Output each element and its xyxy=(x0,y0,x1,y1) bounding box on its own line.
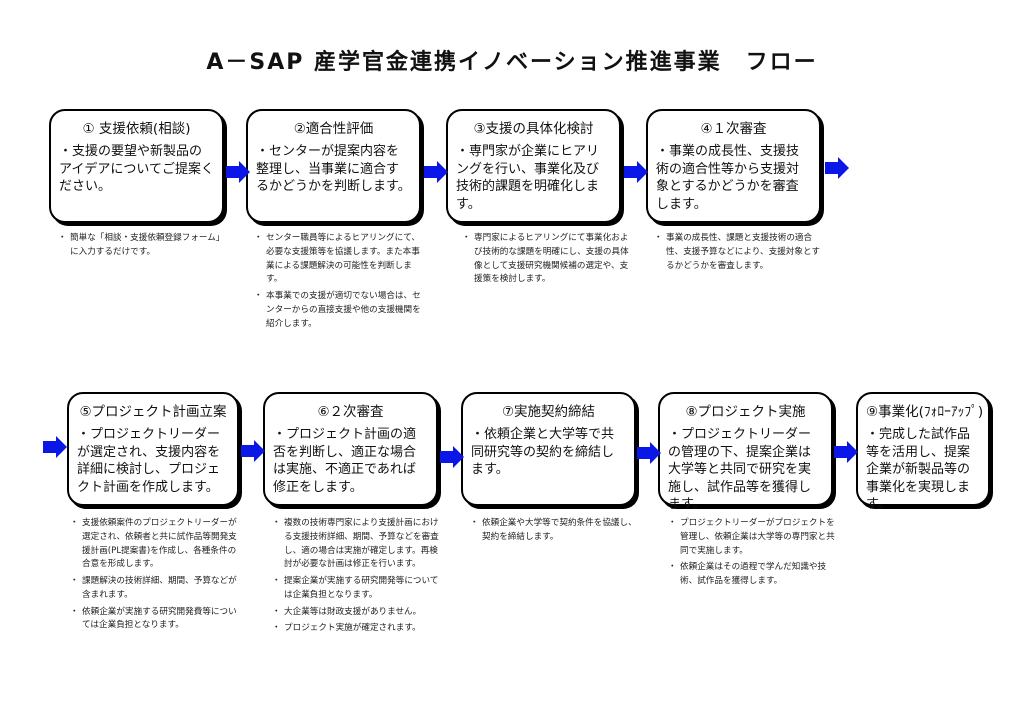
step-9-box: ⑨事業化(ﾌｫﾛｰｱｯﾌﾟ) ・完成した試作品等を活用し、提案企業が新製品等の事… xyxy=(856,392,990,512)
step-1-box: ① 支援依頼(相談) ・支援の要望や新製品のアイデアについてご提案ください。 xyxy=(49,109,224,223)
step-7-note: 依頼企業や大学等で契約条件を協議し、契約を締結します。 xyxy=(470,517,640,545)
step-5-note: 支援依頼案件のプロジェクトリーダーが選定され、依頼者と共に試作品等開発支援計画(… xyxy=(70,517,242,572)
step-3-notes: 専門家によるヒアリングにて事業化および技術的な課題を明確にし、支援の具体像として… xyxy=(462,232,632,290)
step-2-title: ②適合性評価 xyxy=(293,121,374,137)
step-2-notes: センター職員等によるヒアリングにて、必要な支援策等を協議します。また本事業による… xyxy=(254,232,426,334)
step-2-text: ・センターが提案内容を整理し、当事業に適合するかどうかを判断します。 xyxy=(256,144,411,195)
step-2-note: 本事業での支援が適切でない場合は、センターからの直接支援や他の支援機関を紹介しま… xyxy=(254,290,426,331)
step-3-note: 専門家によるヒアリングにて事業化および技術的な課題を明確にし、支援の具体像として… xyxy=(462,232,632,287)
step-7-box: ⑦実施契約締結 ・依頼企業と大学等で共同研究等の契約を締結します。 xyxy=(461,392,636,506)
step-1-text: ・支援の要望や新製品のアイデアについてご提案ください。 xyxy=(59,144,214,195)
step-1-note: 簡単な「相談・支援依頼登録フォーム」に入力するだけです。 xyxy=(58,232,230,260)
step-6-note: 提案企業が実施する研究開発等については企業負担となります。 xyxy=(272,575,444,603)
step-6-text: ・プロジェクト計画の適否を判断し、適正な場合は実施、不適正であれば修正をします。 xyxy=(273,427,417,495)
step-2-note: センター職員等によるヒアリングにて、必要な支援策等を協議します。また本事業による… xyxy=(254,232,426,287)
step-5-box: ⑤プロジェクト計画立案 ・プロジェクトリーダーが選定され、支援内容を詳細に検討し… xyxy=(67,392,239,506)
step-4-note: 事業の成長性、課題と支援技術の適合性、支援予算などにより、支援対象とするかどうか… xyxy=(654,232,826,273)
step-3-text: ・専門家が企業にヒアリングを行い、事業化及び技術的課題を明確化します。 xyxy=(456,144,600,212)
step-3-title: ③支援の具体化検討 xyxy=(473,121,594,137)
step-7-notes: 依頼企業や大学等で契約条件を協議し、契約を締結します。 xyxy=(470,517,640,548)
step-1-notes: 簡単な「相談・支援依頼登録フォーム」に入力するだけです。 xyxy=(58,232,230,263)
step-7-text: ・依頼企業と大学等で共同研究等の契約を締結します。 xyxy=(471,427,615,478)
step-8-notes: プロジェクトリーダーがプロジェクトを管理し、依頼企業は大学等の専門家と共同で実施… xyxy=(668,517,838,592)
step-6-note: 複数の技術専門家により支援計画における支援技術詳細、期間、予算などを審査し、適の… xyxy=(272,517,444,572)
step-8-text: ・プロジェクトリーダーの管理の下、提案企業は大学等と共同で研究を実施し、試作品等… xyxy=(668,427,812,513)
step-5-text: ・プロジェクトリーダーが選定され、支援内容を詳細に検討し、プロジェクト計画を作成… xyxy=(77,427,221,495)
step-6-note: プロジェクト実施が確定されます。 xyxy=(272,622,444,636)
step-1-title: ① 支援依頼(相談) xyxy=(82,121,191,137)
step-4-text: ・事業の成長性、支援技術の適合性等から支援対象とするかどうかを審査します。 xyxy=(656,144,800,212)
step-6-box: ⑥２次審査 ・プロジェクト計画の適否を判断し、適正な場合は実施、不適正であれば修… xyxy=(263,392,438,506)
step-9-text: ・完成した試作品等を活用し、提案企業が新製品等の事業化を実現します。 xyxy=(866,427,971,513)
step-5-note: 課題解決の技術詳細、期間、予算などが含まれます。 xyxy=(70,575,242,603)
step-6-title: ⑥２次審査 xyxy=(317,404,384,420)
step-6-note: 大企業等は財政支援がありません。 xyxy=(272,606,444,620)
step-9-title: ⑨事業化(ﾌｫﾛｰｱｯﾌﾟ) xyxy=(866,404,984,420)
step-8-title: ⑧プロジェクト実施 xyxy=(685,404,806,420)
step-8-note: 依頼企業はその過程で学んだ知識や技術、試作品を獲得します。 xyxy=(668,561,838,589)
step-6-notes: 複数の技術専門家により支援計画における支援技術詳細、期間、予算などを審査し、適の… xyxy=(272,517,444,639)
step-5-notes: 支援依頼案件のプロジェクトリーダーが選定され、依頼者と共に試作品等開発支援計画(… xyxy=(70,517,242,636)
step-5-note: 依頼企業が実施する研究開発費等については企業負担となります。 xyxy=(70,606,242,634)
step-8-note: プロジェクトリーダーがプロジェクトを管理し、依頼企業は大学等の専門家と共同で実施… xyxy=(668,517,838,558)
step-3-box: ③支援の具体化検討 ・専門家が企業にヒアリングを行い、事業化及び技術的課題を明確… xyxy=(446,109,621,223)
step-2-box: ②適合性評価 ・センターが提案内容を整理し、当事業に適合するかどうかを判断します… xyxy=(246,109,421,223)
step-8-box: ⑧プロジェクト実施 ・プロジェクトリーダーの管理の下、提案企業は大学等と共同で研… xyxy=(658,392,833,512)
step-7-title: ⑦実施契約締結 xyxy=(501,404,596,420)
step-4-notes: 事業の成長性、課題と支援技術の適合性、支援予算などにより、支援対象とするかどうか… xyxy=(654,232,826,276)
page-title: A－SAP 産学官金連携イノベーション推進事業 フロー xyxy=(206,50,818,75)
step-5-title: ⑤プロジェクト計画立案 xyxy=(79,404,227,420)
step-4-box: ④１次審査 ・事業の成長性、支援技術の適合性等から支援対象とするかどうかを審査し… xyxy=(646,109,821,223)
step-4-title: ④１次審査 xyxy=(700,121,767,137)
